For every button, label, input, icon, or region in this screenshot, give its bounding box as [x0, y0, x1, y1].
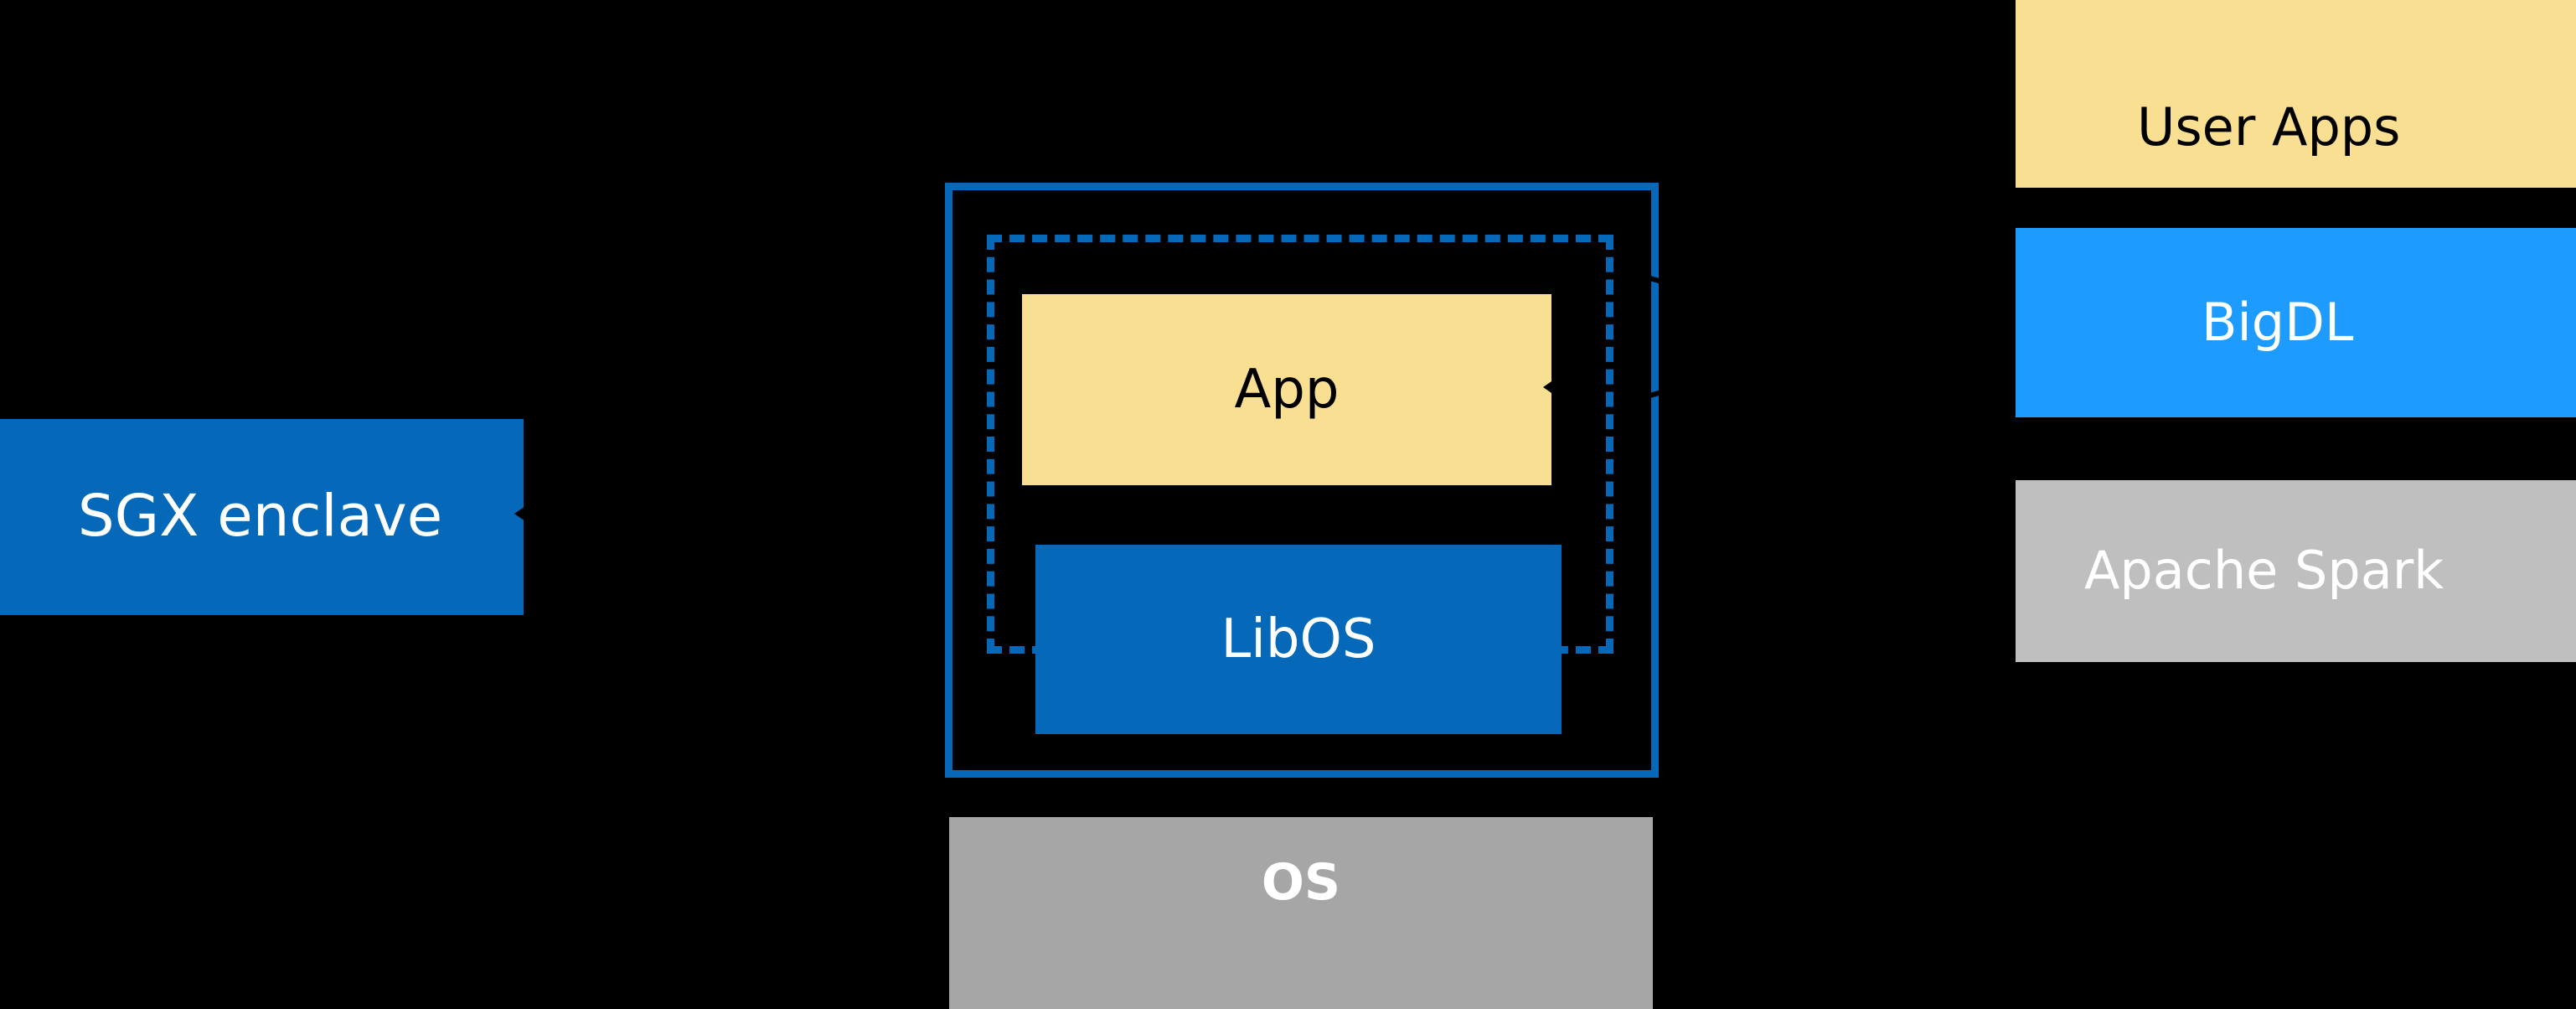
os-box: OS — [949, 817, 1653, 1009]
libos-box: LibOS — [1035, 545, 1562, 734]
user-apps-box: User Apps — [2016, 0, 2576, 188]
app-to-stack-arrow-icon — [1543, 380, 1554, 395]
solid-blue-enclave-boundary — [945, 183, 1659, 778]
bigdl-box: BigDL — [2016, 228, 2576, 417]
sgx-to-enclave-arrow-icon — [514, 506, 525, 521]
apache-spark-box: Apache Spark — [2016, 480, 2576, 662]
app-box: App — [1022, 294, 1551, 485]
sgx-enclave-box: SGX enclave — [0, 419, 524, 615]
